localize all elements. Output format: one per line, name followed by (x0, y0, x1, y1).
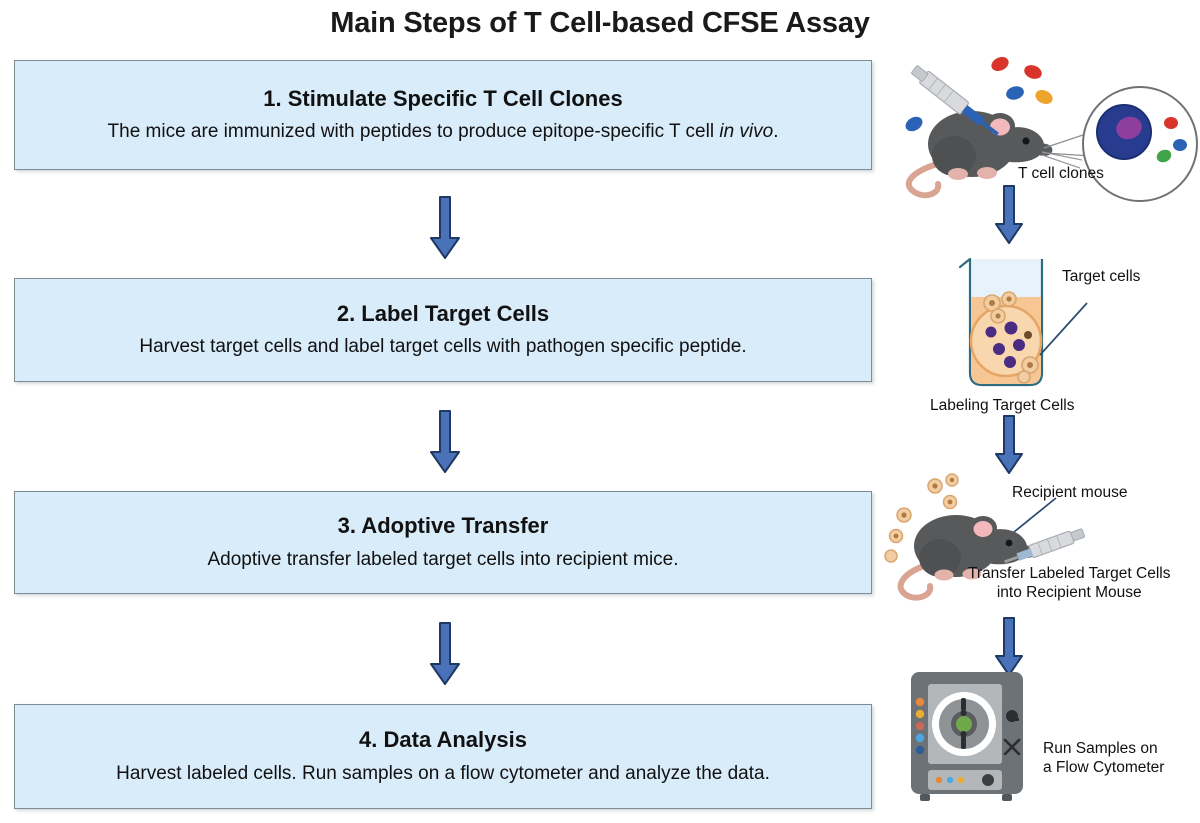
labeled-cell-icon (983, 291, 1039, 384)
syringe-icon (1004, 528, 1086, 564)
page-title: Main Steps of T Cell-based CFSE Assay (330, 7, 870, 39)
tcell-clones-label: T cell clones (1018, 165, 1104, 182)
beaker-labeling-illustration (952, 255, 1152, 395)
target-cells-label: Target cells (1062, 268, 1141, 285)
peptide-capsules-icon (905, 56, 1053, 132)
immunized-mouse-illustration (892, 52, 1198, 202)
step-box-3: 3. Adoptive Transfer Adoptive transfer l… (14, 491, 872, 594)
run-samples-caption: Run Samples on a Flow Cytometer (1043, 740, 1165, 776)
magnified-tcell-circle (1082, 86, 1198, 202)
step-3-heading: 3. Adoptive Transfer (337, 513, 549, 539)
step-1-desc-italic: in vivo (719, 121, 774, 143)
down-arrow-icon-illustration-3-to-4 (992, 617, 1026, 677)
down-arrow-icon-step1-to-step2 (427, 196, 463, 260)
step-box-2: 2. Label Target Cells Harvest target cel… (14, 278, 872, 382)
syringe-icon (911, 65, 999, 136)
step-4-heading: 4. Data Analysis (359, 727, 527, 753)
labeled-cell-icon (884, 473, 959, 563)
down-arrow-icon-step3-to-step4 (427, 622, 463, 686)
down-arrow-icon-illustration-1-to-2 (992, 185, 1026, 245)
step-2-description: Harvest target cells and label target ce… (139, 336, 747, 358)
step-3-description: Adoptive transfer labeled target cells i… (207, 548, 679, 570)
down-arrow-icon-step2-to-step3 (427, 410, 463, 474)
step-1-heading: 1. Stimulate Specific T Cell Clones (263, 85, 623, 111)
step-1-description: The mice are immunized with peptides to … (100, 121, 787, 144)
step-1-desc-before: The mice are immunized with peptides to … (107, 121, 720, 143)
step-box-1: 1. Stimulate Specific T Cell Clones The … (14, 60, 872, 170)
status-led-icons (915, 697, 925, 755)
step-box-4: 4. Data Analysis Harvest labeled cells. … (14, 704, 872, 809)
recipient-mouse-illustration (884, 470, 1110, 601)
recipient-mouse-label: Recipient mouse (1012, 484, 1128, 501)
step-2-heading: 2. Label Target Cells (336, 300, 550, 326)
down-arrow-icon-illustration-2-to-3 (992, 415, 1026, 475)
step-4-description: Harvest labeled cells. Run samples on a … (116, 762, 770, 784)
flow-cytometer-illustration (906, 668, 1036, 808)
transfer-target-cells-caption: Transfer Labeled Target Cells into Recip… (968, 565, 1171, 601)
step-1-desc-after: . (773, 121, 779, 143)
labeling-target-cells-caption: Labeling Target Cells (930, 397, 1075, 414)
